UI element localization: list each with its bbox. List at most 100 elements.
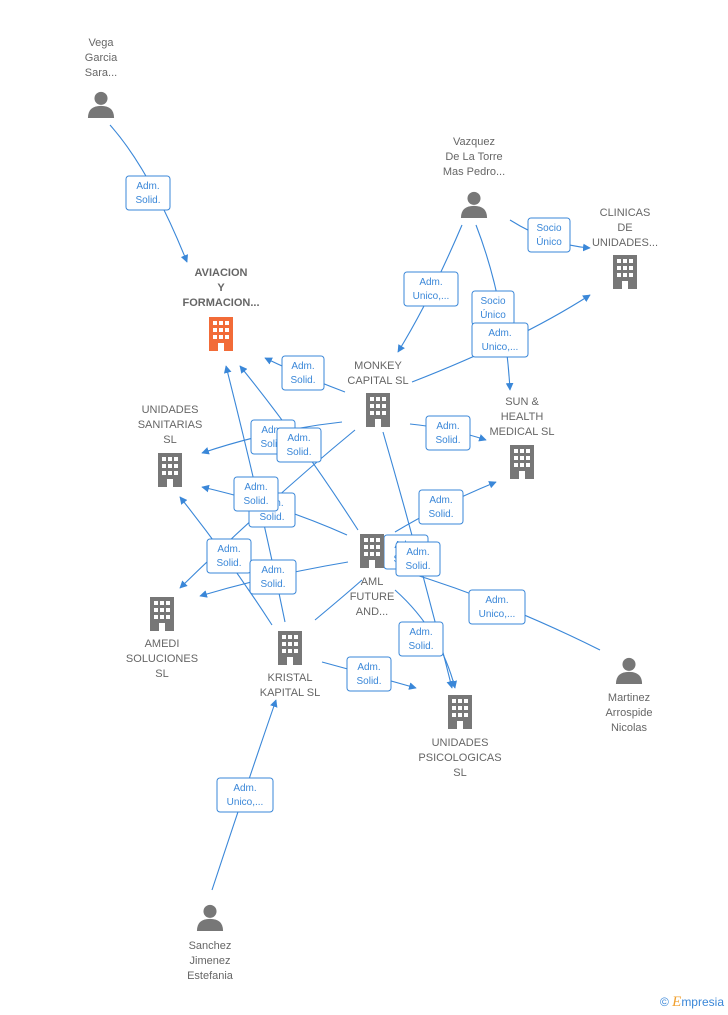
- edge-label-e18[interactable]: Adm. Solid.: [398, 621, 444, 657]
- node-label-line: Y: [217, 282, 225, 294]
- node-label-line: UNIDADES...: [592, 237, 658, 249]
- node-label-line: SUN &: [505, 396, 539, 408]
- edge-label-text: Adm.: [409, 627, 432, 638]
- edge-label-text: Adm.: [488, 328, 511, 339]
- node-label-line: Estefania: [187, 970, 234, 982]
- node-label-line: DE: [617, 222, 632, 234]
- node-label-line: SL: [453, 767, 466, 779]
- node-label-line: Sara...: [85, 67, 117, 79]
- edge-label-box: [125, 175, 171, 211]
- node-aml[interactable]: AMLFUTUREAND...: [350, 534, 395, 618]
- edge-label-e19[interactable]: Adm. Solid.: [346, 656, 392, 692]
- building-icon: [366, 393, 390, 427]
- edge-label-text: Adm.: [233, 783, 256, 794]
- edge-label-box: [403, 271, 459, 307]
- edge-label-text: Adm.: [406, 547, 429, 558]
- edge-label-text: Solid.: [290, 375, 315, 386]
- building-icon: [150, 597, 174, 631]
- node-label-line: MONKEY: [354, 360, 402, 372]
- building-icon: [158, 453, 182, 487]
- brand-footer[interactable]: © Empresia: [660, 994, 724, 1011]
- node-label-line: HEALTH: [501, 411, 544, 423]
- person-icon: [615, 657, 643, 684]
- edge-label-text: Adm.: [244, 482, 267, 493]
- node-label-line: AVIACION: [195, 267, 248, 279]
- edge-label-e8[interactable]: Adm.Solid.: [276, 427, 322, 463]
- edge-label-e12[interactable]: Adm. Solid.: [233, 476, 279, 512]
- edge-label-text: Unico,...: [227, 797, 264, 808]
- copyright-symbol: ©: [659, 995, 669, 1009]
- edge-label-text: Solid.: [259, 512, 284, 523]
- edge-label-e14[interactable]: Adm.Solid.: [249, 559, 297, 595]
- node-label-line: CAPITAL SL: [347, 375, 408, 387]
- edge-label-text: Solid.: [408, 641, 433, 652]
- edge-label-text: Solid.: [243, 496, 268, 507]
- edge-label-text: Unico,...: [479, 609, 516, 620]
- edge-label-box: [425, 415, 471, 451]
- node-monkey[interactable]: MONKEY CAPITAL SL: [347, 360, 409, 427]
- edge-label-text: Solid.: [286, 447, 311, 458]
- edge-label-text: Solid.: [435, 435, 460, 446]
- edge-label-box: [276, 427, 322, 463]
- edge-label-text: Adm.: [217, 544, 240, 555]
- edge-label-box: [281, 355, 325, 391]
- edge-label-e3[interactable]: Adm.Unico,...: [403, 271, 459, 307]
- edge-label-e17[interactable]: Adm. Unico,...: [468, 589, 526, 625]
- edge-labels: Adm.Solid.SocioÚnicoAdm.Unico,...SocioÚn…: [125, 175, 571, 813]
- node-aviacion[interactable]: AVIACION Y FORMACION...: [183, 267, 260, 351]
- node-vega[interactable]: VegaGarciaSara...: [85, 37, 118, 118]
- edge-label-e10[interactable]: Adm.Solid.: [418, 489, 464, 525]
- edge-label-e6[interactable]: Adm.Solid.: [281, 355, 325, 391]
- building-icon: [510, 445, 534, 479]
- node-label-line: UNIDADES: [142, 404, 199, 416]
- edge-label-text: Único: [536, 235, 562, 248]
- node-label-line: SL: [155, 668, 168, 680]
- node-label-line: Nicolas: [611, 722, 648, 734]
- edge-label-box: [398, 621, 444, 657]
- edge-label-e13[interactable]: Adm.Solid.: [206, 538, 252, 574]
- building-icon: [360, 534, 384, 568]
- node-label-line: FUTURE: [350, 591, 395, 603]
- edge-label-e9[interactable]: Adm. Solid.: [425, 415, 471, 451]
- person-icon: [196, 904, 224, 931]
- node-unidades-sanitarias[interactable]: UNIDADES SANITARIAS SL: [138, 404, 203, 487]
- node-label-line: Jimenez: [190, 955, 231, 967]
- edge-label-box: [233, 476, 279, 512]
- edge-label-box: [395, 541, 441, 577]
- brand-logo-initial: E: [672, 994, 682, 1010]
- edge-label-box: [216, 777, 274, 813]
- edge-label-text: Unico,...: [482, 342, 519, 353]
- main-company-building-icon: [209, 317, 233, 351]
- node-clinicas[interactable]: CLINICASDEUNIDADES...: [592, 207, 658, 289]
- edge-label-e5[interactable]: Adm. Unico,...: [471, 322, 529, 358]
- node-label-line: SL: [163, 434, 176, 446]
- edge-label-text: Adm.: [357, 662, 380, 673]
- edge-label-text: Adm.: [436, 421, 459, 432]
- node-label-line: PSICOLOGICAS: [418, 752, 501, 764]
- edge-label-box: [527, 217, 571, 253]
- node-label-line: FORMACION...: [183, 297, 260, 309]
- node-label-line: Martinez: [608, 692, 650, 704]
- node-label-line: Mas Pedro...: [443, 166, 505, 178]
- edge-label-e20[interactable]: Adm. Unico,...: [216, 777, 274, 813]
- edge-label-box: [346, 656, 392, 692]
- node-label-line: SANITARIAS: [138, 419, 203, 431]
- edges-layer: [109, 124, 601, 891]
- edge-label-text: Adm.: [261, 425, 284, 436]
- edge-label-text: Solid.: [356, 676, 381, 687]
- edge-label-text: Adm.: [485, 595, 508, 606]
- building-icon: [448, 695, 472, 729]
- edge-label-e16[interactable]: Adm.Solid.: [395, 541, 441, 577]
- node-label-line: AMEDI: [145, 638, 180, 650]
- edge-label-e1[interactable]: Adm.Solid.: [125, 175, 171, 211]
